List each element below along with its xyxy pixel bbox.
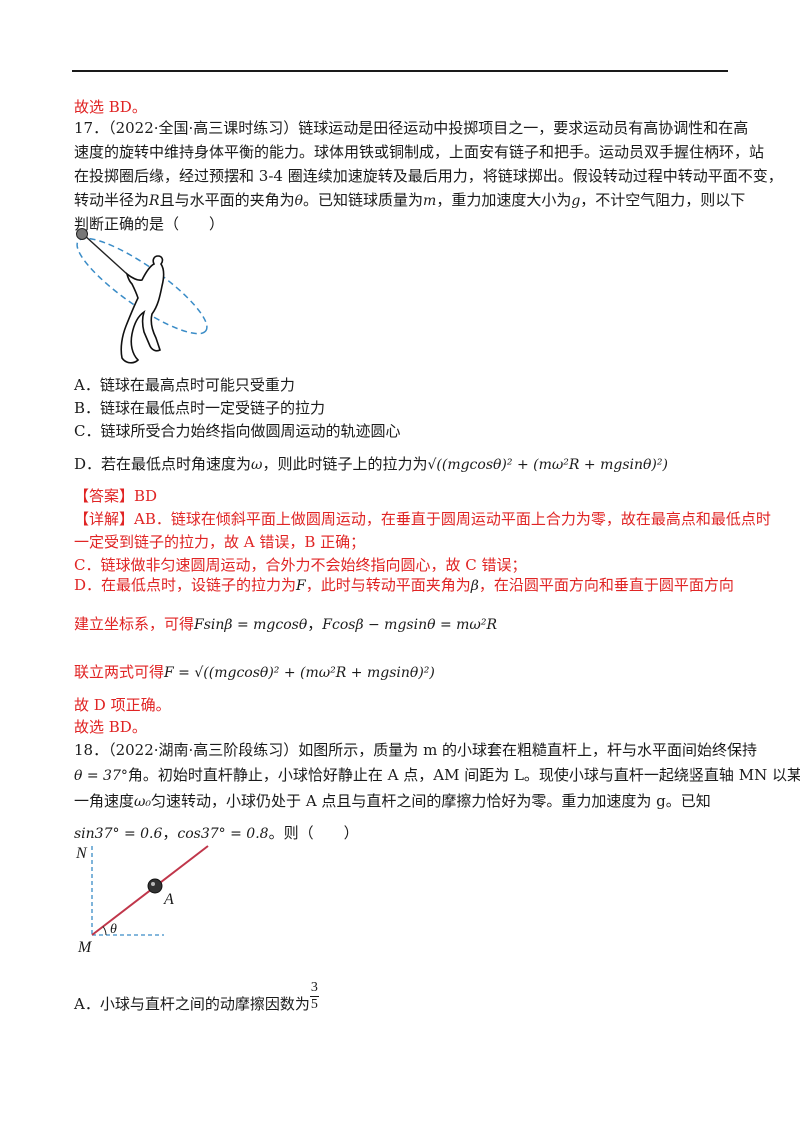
- q17-detail-3: C．链球做非匀速圆周运动，合外力不会始终指向圆心，故 C 错误；: [74, 556, 527, 574]
- q18-text: 匀速转动，小球仍处于 A 点且与直杆之间的摩擦力恰好为零。重力加速度为 g。已知: [151, 792, 711, 810]
- symbol-omega: ω: [251, 457, 263, 473]
- q17-conclusion: 故选 BD。: [74, 718, 147, 736]
- q17-line-3: 在投掷圈后缘，经过预摆和 3-4 圈连续加速旋转及最后用力，将链球掷出。假设转动…: [74, 167, 783, 185]
- q17-text: 。已知链球质量为: [303, 191, 424, 209]
- q17-detail-text: 联立两式可得: [74, 663, 165, 681]
- q18-text: 一角速度: [74, 792, 135, 810]
- angle-arc: [102, 926, 107, 936]
- separator: ，: [307, 615, 323, 633]
- equation-1: Fsinβ = mgcosθ: [194, 617, 308, 633]
- q17-option-d-text: ，则此时链子上的拉力为: [262, 455, 428, 473]
- symbol-R: R: [149, 193, 160, 209]
- cos-given: cos37° = 0.8: [177, 826, 269, 842]
- symbol-omega0: ω₀: [134, 794, 152, 810]
- symbol-F: F: [296, 578, 306, 594]
- sin-given: sin37° = 0.6: [74, 826, 163, 842]
- q17-detail-1: 【详解】AB．链球在倾斜平面上做圆周运动，在垂直于圆周运动平面上合力为零，故在最…: [74, 510, 771, 528]
- q17-detail-7: 故 D 项正确。: [74, 696, 171, 714]
- q17-detail-4: D．在最低点时，设链子的拉力为F，此时与转动平面夹角为β，在沿圆平面方向和垂直于…: [74, 575, 734, 596]
- equation-3: F = √((mgcosθ)² + (mω²R + mgsinθ)²): [164, 665, 435, 681]
- q17-line-5: 判断正确的是（ ）: [74, 215, 225, 233]
- q17-detail-text: D．在最低点时，设链子的拉力为: [74, 576, 297, 594]
- athlete-silhouette: [120, 255, 165, 364]
- q18-option-a-text: A．小球与直杆之间的动摩擦因数为: [74, 995, 310, 1013]
- q17-detail-text: ，此时与转动平面夹角为: [305, 576, 471, 594]
- q18-line-1: 18．（2022·湖南·高三阶段练习）如图所示，质量为 m 的小球套在粗糙直杆上…: [74, 741, 758, 759]
- fraction-denominator: 5: [310, 997, 318, 1012]
- q17-option-d-text: D．若在最低点时角速度为: [74, 455, 252, 473]
- q17-option-c: C．链球所受合力始终指向做圆周运动的轨迹圆心: [74, 422, 401, 440]
- q17-option-b: B．链球在最低点时一定受链子的拉力: [74, 399, 326, 417]
- symbol-m: m: [423, 193, 437, 209]
- q18-text: 角。初始时直杆静止，小球恰好静止在 A 点，AM 间距为 L。现使小球与直杆一起…: [127, 766, 800, 784]
- ball-highlight: [151, 882, 155, 886]
- small-ball: [147, 878, 163, 894]
- q17-text: ，不计空气阻力，则以下: [580, 191, 746, 209]
- q17-option-d: D．若在最低点时角速度为ω，则此时链子上的拉力为√((mgcosθ)² + (m…: [74, 454, 668, 475]
- q18-line-4: sin37° = 0.6，cos37° = 0.8。则（ ）: [74, 823, 359, 844]
- hammer-thrower-figure: [76, 228, 208, 364]
- q17-text: 且与水平面的夹角为: [159, 191, 295, 209]
- hammer-ball: [76, 228, 88, 240]
- q18-line-3: 一角速度ω₀匀速转动，小球仍处于 A 点且与直杆之间的摩擦力恰好为零。重力加速度…: [74, 791, 711, 812]
- label-N: N: [75, 845, 88, 862]
- header-rule: [72, 70, 728, 72]
- q17-detail-2: 一定受到链子的拉力，故 A 错误，B 正确；: [74, 533, 366, 551]
- prev-conclusion: 故选 BD。: [74, 98, 147, 116]
- symbol-beta: β: [470, 578, 479, 594]
- hammer-chain: [83, 234, 128, 275]
- q17-line-2: 速度的旋转中维持身体平衡的能力。球体用铁或铜制成，上面安有链子和把手。运动员双手…: [74, 143, 765, 161]
- q17-detail-text: 建立坐标系，可得: [74, 615, 195, 633]
- q17-detail-5: 建立坐标系，可得Fsinβ = mgcosθ，Fcosβ − mgsinθ = …: [74, 614, 497, 635]
- fraction-numerator: 3: [309, 980, 319, 997]
- q17-detail-text: ，在沿圆平面方向和垂直于圆平面方向: [478, 576, 734, 594]
- separator: ，: [162, 824, 178, 842]
- option-d-formula: √((mgcosθ)² + (mω²R + mgsinθ)²): [427, 457, 668, 473]
- q17-line-4: 转动半径为R且与水平面的夹角为θ。已知链球质量为m，重力加速度大小为g，不计空气…: [74, 190, 745, 211]
- equation-2: Fcosβ − mgsinθ = mω²R: [322, 617, 497, 633]
- label-A: A: [163, 891, 174, 908]
- q18-text: 。则（ ）: [268, 824, 359, 842]
- q17-line-1: 17．（2022·全国·高三课时练习）链球运动是田径运动中投掷项目之一，要求运动…: [74, 119, 749, 137]
- label-theta: θ: [110, 922, 117, 937]
- q17-text: ，重力加速度大小为: [436, 191, 572, 209]
- symbol-g: g: [571, 193, 581, 209]
- theta-equation: θ = 37°: [74, 768, 128, 784]
- symbol-theta: θ: [294, 193, 304, 209]
- q17-text: 转动半径为: [74, 191, 150, 209]
- q18-line-2: θ = 37°角。初始时直杆静止，小球恰好静止在 A 点，AM 间距为 L。现使…: [74, 765, 800, 786]
- q17-detail-6: 联立两式可得F = √((mgcosθ)² + (mω²R + mgsinθ)²…: [74, 662, 435, 683]
- label-M: M: [77, 939, 93, 956]
- q17-option-a: A．链球在最高点时可能只受重力: [74, 376, 295, 394]
- rod-ball-figure: N A M θ: [75, 845, 209, 956]
- q17-answer: 【答案】BD: [74, 487, 158, 505]
